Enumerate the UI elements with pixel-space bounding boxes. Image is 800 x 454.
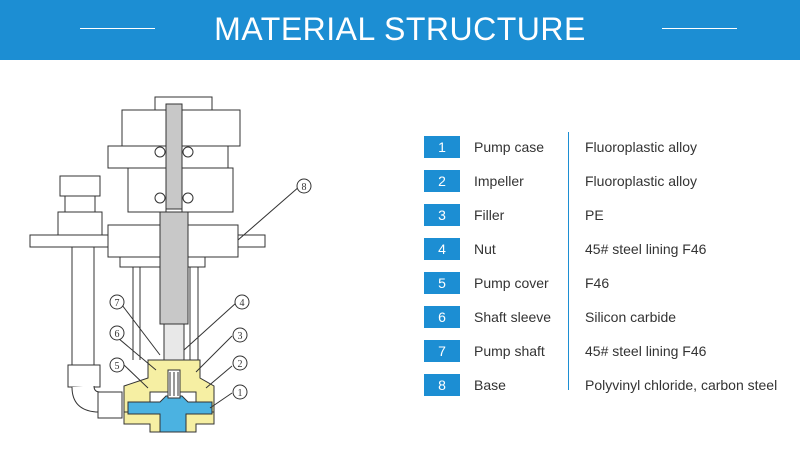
part-material: Fluoroplastic alloy — [585, 173, 698, 189]
callout-4: 4 — [240, 298, 245, 309]
table-divider — [568, 132, 569, 390]
callout-6: 6 — [115, 329, 120, 340]
row-number-badge: 7 — [424, 340, 460, 362]
part-material: Fluoroplastic alloy — [585, 139, 698, 155]
material-row: 8 Base Polyvinyl chloride, carbon steel — [424, 374, 794, 396]
banner-rule-right — [662, 28, 737, 29]
material-row: 2 Impeller Fluoroplastic alloy — [424, 170, 794, 192]
material-row: 1 Pump case Fluoroplastic alloy — [424, 136, 794, 158]
banner-rule-left — [80, 28, 155, 29]
title-banner: MATERIAL STRUCTURE — [0, 0, 800, 60]
part-name: Nut — [474, 241, 496, 257]
callout-1: 1 — [238, 388, 243, 399]
row-number-badge: 1 — [424, 136, 460, 158]
part-name: Base — [474, 377, 506, 393]
material-row: 4 Nut 45# steel lining F46 — [424, 238, 794, 260]
callout-3: 3 — [238, 331, 243, 342]
part-material: 45# steel lining F46 — [585, 241, 707, 257]
part-name: Shaft sleeve — [474, 309, 552, 325]
row-number-badge: 8 — [424, 374, 460, 396]
page-title: MATERIAL STRUCTURE — [214, 11, 586, 47]
part-name: Pump case — [474, 139, 545, 155]
row-number-badge: 3 — [424, 204, 460, 226]
material-row: 3 Filler PE — [424, 204, 794, 226]
material-row: 7 Pump shaft 45# steel lining F46 — [424, 340, 794, 362]
callout-5: 5 — [115, 361, 120, 372]
pump-cross-section-diagram: 8 4 7 6 3 2 5 1 — [29, 96, 312, 433]
callout-8: 8 — [302, 182, 307, 193]
part-name: Filler — [474, 207, 505, 223]
row-number-badge: 4 — [424, 238, 460, 260]
part-material: F46 — [585, 275, 610, 291]
row-number-badge: 6 — [424, 306, 460, 328]
part-material: PE — [585, 207, 604, 223]
material-row: 5 Pump cover F46 — [424, 272, 794, 294]
part-material: Polyvinyl chloride, carbon steel — [585, 377, 778, 393]
row-number-badge: 2 — [424, 170, 460, 192]
callout-2: 2 — [238, 359, 243, 370]
material-row: 6 Shaft sleeve Silicon carbide — [424, 306, 794, 328]
part-material: Silicon carbide — [585, 309, 677, 325]
part-name: Impeller — [474, 173, 524, 189]
part-material: 45# steel lining F46 — [585, 343, 707, 359]
part-name: Pump shaft — [474, 343, 545, 359]
row-number-badge: 5 — [424, 272, 460, 294]
callout-7: 7 — [115, 298, 120, 309]
part-name: Pump cover — [474, 275, 549, 291]
